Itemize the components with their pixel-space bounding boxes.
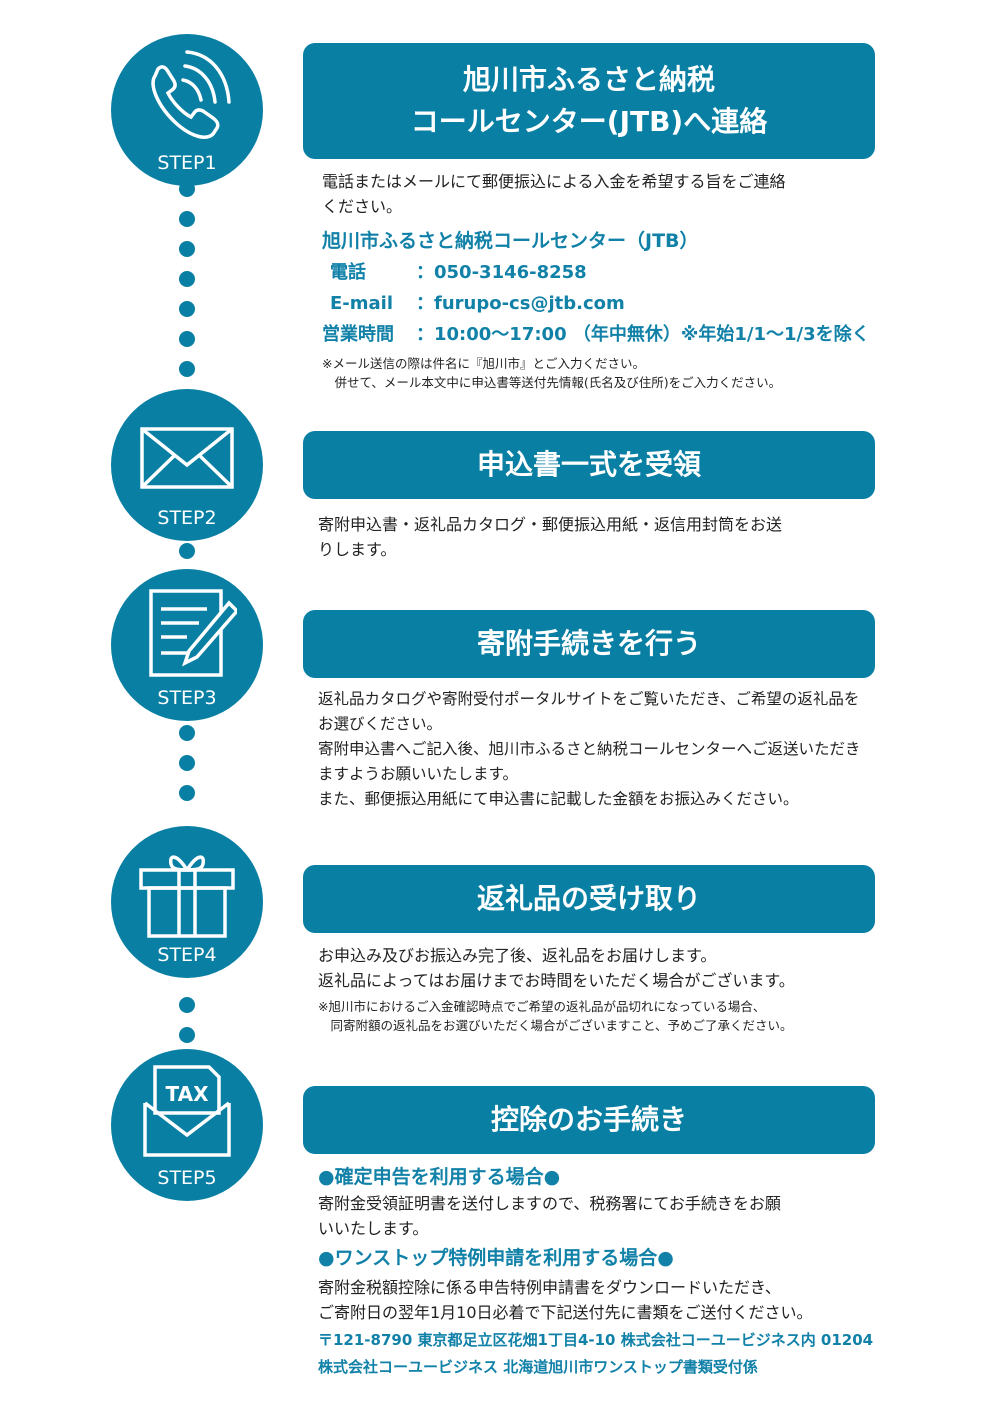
connector-dot <box>179 725 195 741</box>
connector-dot <box>179 301 195 317</box>
step-label: STEP1 <box>157 152 217 174</box>
note-line: 併せて、メール本文中に申込書等送付先情報(氏名及び住所)をご入力ください。 <box>322 375 782 390</box>
phone-label: 電話 <box>330 262 366 283</box>
center-name: 旭川市ふるさと納税コールセンター（JTB） <box>322 230 699 252</box>
step2-content: 寄附申込書・返礼品カタログ・郵便振込用紙・返信用封筒をお送 りします。 <box>318 512 888 562</box>
body-line: いいたします。 <box>318 1219 429 1238</box>
body-line: お申込み及びお振込み完了後、返礼品をお届けします。 <box>318 946 717 965</box>
section-heading: ●確定申告を利用する場合● <box>318 1166 561 1188</box>
step1-circle: STEP1 <box>111 34 263 186</box>
body-line: また、郵便振込用紙にて申込書に記載した金額をお振込みください。 <box>318 790 799 808</box>
step2-circle: STEP2 <box>111 389 263 541</box>
connector-dot <box>179 271 195 287</box>
connector-dot <box>179 241 195 257</box>
body-line: ますようお願いいたします。 <box>318 765 518 783</box>
body-line: 寄附金税額控除に係る申告特例申請書をダウンロードいただき、 <box>318 1278 781 1297</box>
hours-label: 営業時間 <box>322 324 394 345</box>
note-line: ※旭川市におけるご入金確認時点でご希望の返礼品が品切れになっている場合、 <box>318 999 766 1014</box>
body-line: 寄附申込書・返礼品カタログ・郵便振込用紙・返信用封筒をお送 <box>318 515 783 534</box>
title-line: コールセンター(JTB)へ連絡 <box>410 105 768 138</box>
body-line: ください。 <box>322 197 403 216</box>
body-line: 電話またはメールにて郵便振込による入金を希望する旨をご連絡 <box>322 172 786 191</box>
connector-dot <box>179 755 195 771</box>
body-line: 寄附金受領証明書を送付しますので、税務署にてお手続きをお願 <box>318 1194 781 1213</box>
step3-circle: STEP3 <box>111 569 263 721</box>
step3-content: 返礼品カタログや寄附受付ポータルサイトをご覧いただき、ご希望の返礼品を お選びく… <box>318 687 888 812</box>
document-pen-icon <box>149 589 237 677</box>
phone-number[interactable]: ：050-3146-8258 <box>416 262 587 283</box>
email-address[interactable]: ：furupo-cs@jtb.com <box>416 293 625 314</box>
step5-title: 控除のお手続き <box>303 1086 875 1154</box>
envelope-icon <box>140 427 234 489</box>
body-line: 返礼品カタログや寄附受付ポータルサイトをご覧いただき、ご希望の返礼品を <box>318 690 860 708</box>
connector-dot <box>179 997 195 1013</box>
step-label: STEP2 <box>157 507 217 529</box>
step1-title: 旭川市ふるさと納税 コールセンター(JTB)へ連絡 <box>303 43 875 159</box>
tax-envelope-icon: TAX <box>143 1065 231 1157</box>
body-line: ご寄附日の翌年1月10日必着で下記送付先に書類をご送付ください。 <box>318 1303 813 1322</box>
step4-title: 返礼品の受け取り <box>303 865 875 933</box>
section-heading: ●ワンストップ特例申請を利用する場合● <box>318 1247 674 1269</box>
connector-dot <box>179 211 195 227</box>
step-label: STEP3 <box>157 687 217 709</box>
connector-dot <box>179 785 195 801</box>
connector-dot <box>179 361 195 377</box>
svg-text:TAX: TAX <box>166 1082 210 1106</box>
body-line: お選びください。 <box>318 715 443 733</box>
connector-dot <box>179 331 195 347</box>
step5-content: ●確定申告を利用する場合● 寄附金受領証明書を送付しますので、税務署にてお手続き… <box>318 1164 918 1381</box>
address-line: 〒121-8790 東京都足立区花畑1丁目4-10 株式会社コーユービジネス内 … <box>318 1331 874 1349</box>
email-label: E-mail <box>330 293 394 314</box>
step5-circle: TAX STEP5 <box>111 1049 263 1201</box>
step-label: STEP5 <box>157 1167 217 1189</box>
title-line: 旭川市ふるさと納税 <box>462 63 715 96</box>
body-line: りします。 <box>318 540 397 559</box>
body-line: 寄附申込書へご記入後、旭川市ふるさと納税コールセンターへご返送いただき <box>318 740 861 758</box>
note-line: 同寄附額の返礼品をお選びいただく場合がございますこと、予めご了承ください。 <box>318 1018 793 1033</box>
step4-content: お申込み及びお振込み完了後、返礼品をお届けします。 返礼品によってはお届けまでお… <box>318 943 888 1035</box>
step4-circle: STEP4 <box>111 826 263 978</box>
gift-icon <box>139 855 235 938</box>
note-line: ※メール送信の際は件名に『旭川市』とご入力ください。 <box>322 356 645 371</box>
business-hours: ：10:00～17:00 （年中無休）※年始1/1～1/3を除く <box>416 324 870 345</box>
body-line: 返礼品によってはお届けまでお時間をいただく場合がございます。 <box>318 971 795 990</box>
address-line: 株式会社コーユービジネス 北海道旭川市ワンストップ書類受付係 <box>318 1358 758 1376</box>
step3-title: 寄附手続きを行う <box>303 610 875 678</box>
step1-content: 電話またはメールにて郵便振込による入金を希望する旨をご連絡 ください。 旭川市ふ… <box>322 169 892 392</box>
connector-dot <box>179 1027 195 1043</box>
connector-dot <box>179 181 195 197</box>
phone-icon <box>151 50 231 139</box>
step-label: STEP4 <box>157 944 217 966</box>
connector-dot <box>179 543 195 559</box>
step2-title: 申込書一式を受領 <box>303 431 875 499</box>
